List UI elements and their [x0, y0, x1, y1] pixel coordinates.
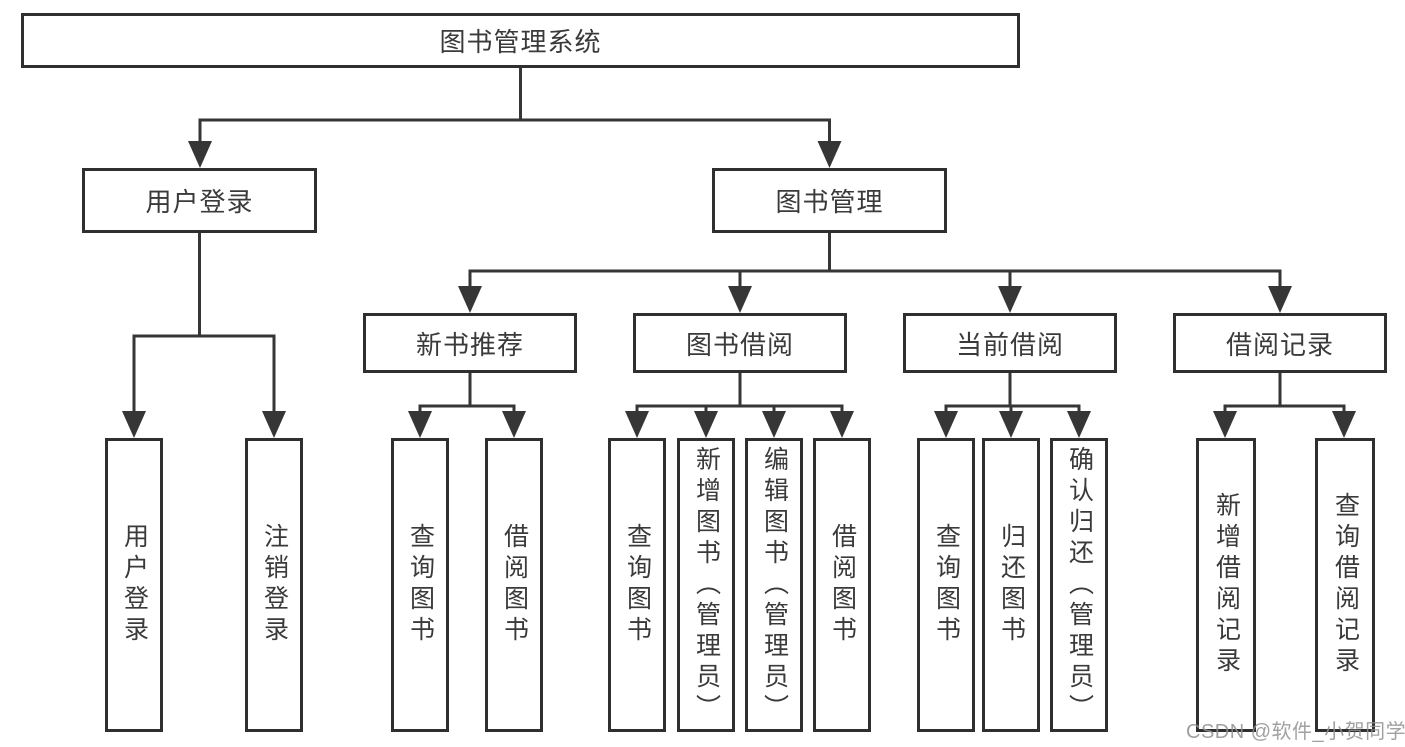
node-label: 借阅记录 — [1225, 329, 1334, 360]
node-user-login: 用户登录 — [82, 168, 317, 233]
node-label: 当前借阅 — [955, 329, 1064, 360]
leaf-confirm-return-admin: 确认归还（管理员） — [1050, 438, 1108, 732]
node-label: 用户登录 — [120, 523, 149, 647]
node-label: 注销登录 — [260, 523, 289, 647]
node-label: 查询借阅记录 — [1331, 492, 1360, 678]
csdn-watermark: CSDN @软件_小贺同学 — [1186, 721, 1405, 743]
node-label: 新增借阅记录 — [1212, 492, 1241, 678]
leaf-query-books-recommend: 查询图书 — [391, 438, 449, 732]
node-library-management-system: 图书管理系统 — [21, 13, 1020, 68]
node-book-management: 图书管理 — [712, 168, 947, 233]
node-current-borrowing: 当前借阅 — [903, 313, 1117, 373]
leaf-query-books-borrow: 查询图书 — [608, 438, 666, 732]
node-label: 确认归还（管理员） — [1065, 445, 1094, 725]
node-label: 借阅图书 — [828, 523, 857, 647]
leaf-user-login: 用户登录 — [105, 438, 163, 732]
node-new-book-recommendation: 新书推荐 — [363, 313, 577, 373]
leaf-edit-books-admin: 编辑图书（管理员） — [745, 438, 803, 732]
leaf-borrow-books-recommend: 借阅图书 — [485, 438, 543, 732]
leaf-return-books: 归还图书 — [982, 438, 1040, 732]
leaf-logout: 注销登录 — [245, 438, 303, 732]
node-label: 归还图书 — [997, 523, 1026, 647]
node-label: 新增图书（管理员） — [692, 445, 721, 725]
node-label: 查询图书 — [932, 523, 961, 647]
node-label: 图书管理系统 — [439, 27, 602, 57]
leaf-add-borrow-record: 新增借阅记录 — [1196, 438, 1256, 732]
leaf-add-books-admin: 新增图书（管理员） — [677, 438, 735, 732]
node-book-borrowing: 图书借阅 — [633, 313, 847, 373]
node-borrowing-records: 借阅记录 — [1173, 313, 1387, 373]
node-label: 用户登录 — [145, 187, 254, 217]
node-label: 新书推荐 — [415, 329, 524, 360]
node-label: 查询图书 — [623, 523, 652, 647]
node-label: 借阅图书 — [500, 523, 529, 647]
leaf-query-books-current: 查询图书 — [917, 438, 975, 732]
leaf-borrow-books: 借阅图书 — [813, 438, 871, 732]
leaf-query-borrow-record: 查询借阅记录 — [1315, 438, 1375, 732]
node-label: 编辑图书（管理员） — [760, 445, 789, 725]
node-label: 查询图书 — [406, 523, 435, 647]
node-label: 图书借阅 — [685, 329, 794, 360]
node-label: 图书管理 — [775, 187, 884, 217]
